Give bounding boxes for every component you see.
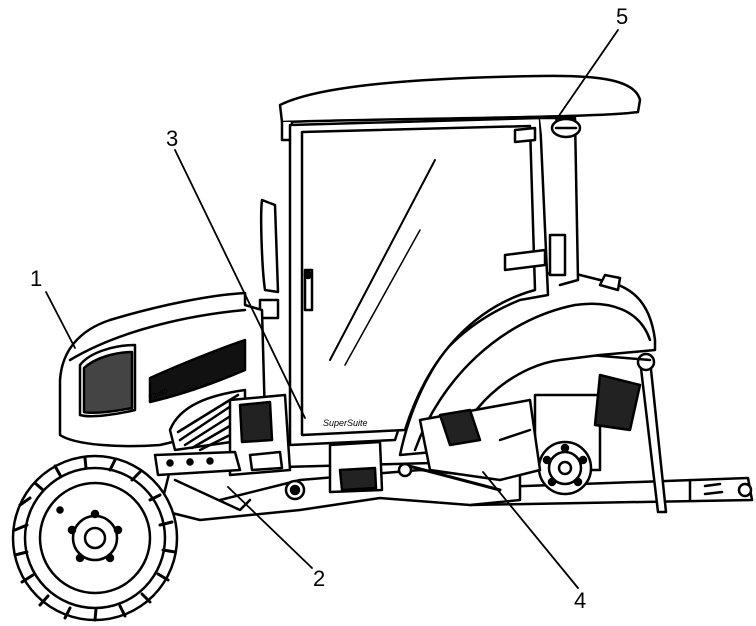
leader-line-3 xyxy=(174,149,306,419)
callout-5: 5 xyxy=(616,4,629,29)
engine-area xyxy=(228,393,413,501)
handrail xyxy=(258,198,280,320)
leader-line-4 xyxy=(482,471,579,589)
hood xyxy=(58,291,267,452)
callout-1: 1 xyxy=(30,266,43,291)
callout-4: 4 xyxy=(574,588,587,613)
side-panel xyxy=(418,398,542,482)
cab xyxy=(288,116,580,447)
leader-lines xyxy=(45,29,619,589)
callout-2: 2 xyxy=(313,566,326,591)
leader-line-5 xyxy=(555,29,619,121)
front-frame xyxy=(153,450,252,512)
leader-line-1 xyxy=(45,291,76,349)
rear-light xyxy=(550,117,582,139)
leader-line-2 xyxy=(227,486,313,569)
cab-brand-label: SuperSuite xyxy=(323,418,368,428)
rear-axle xyxy=(533,373,642,496)
rear-fender xyxy=(398,268,657,457)
callout-3: 3 xyxy=(166,126,179,151)
front-wheel xyxy=(11,454,179,622)
